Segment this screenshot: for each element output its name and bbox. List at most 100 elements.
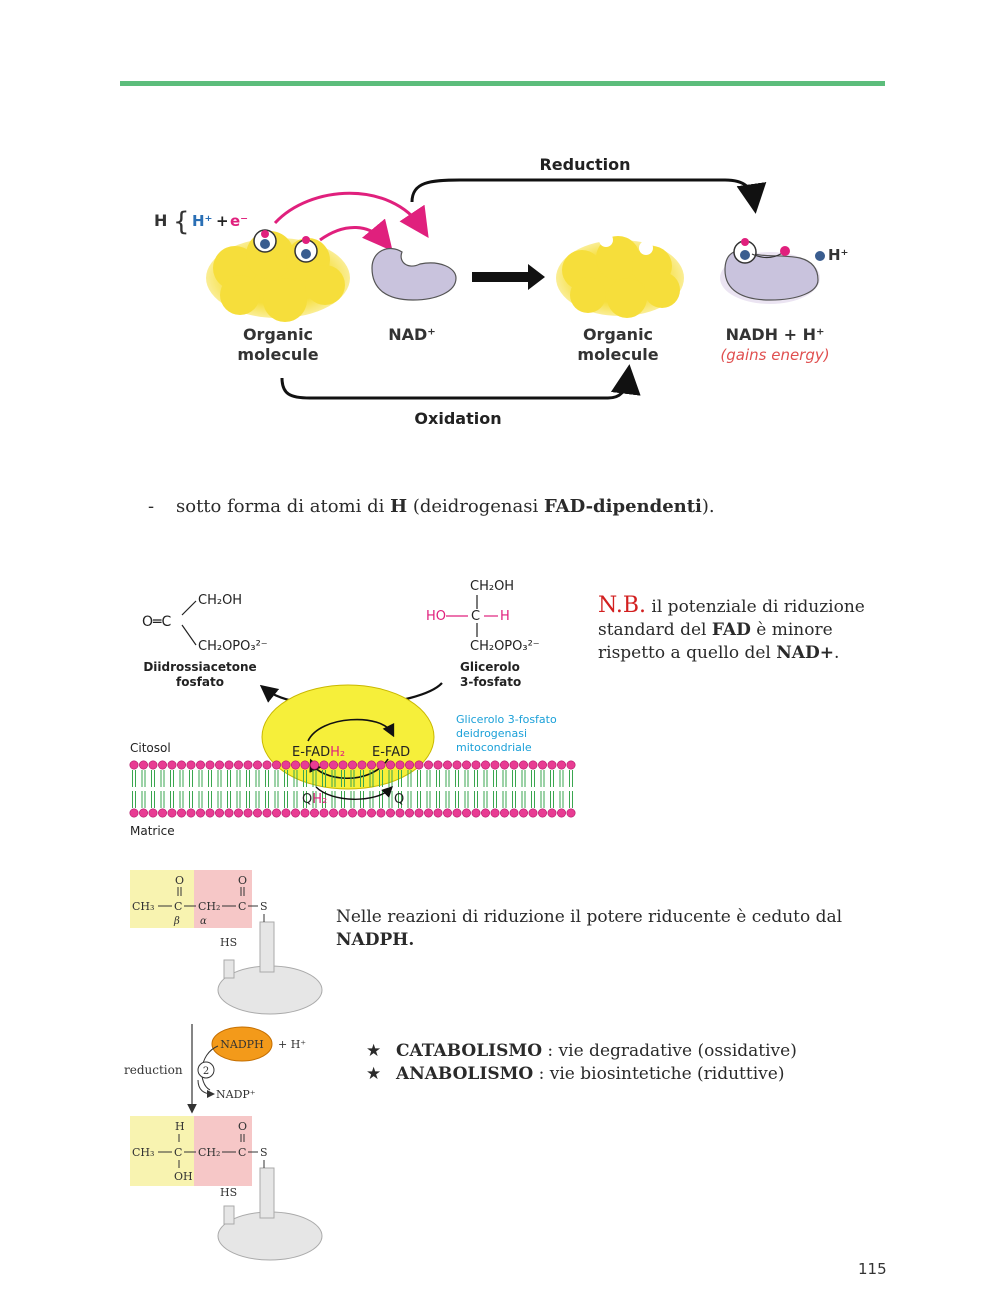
nadph-reduction-figure: O O CH₃ C CH₂ C S β α HS NADPH + H⁺ redu… — [124, 870, 323, 1261]
enzyme-name-2: deidrogenasi — [456, 727, 527, 740]
oh-bottom: OH — [174, 1170, 193, 1183]
star-icon: ★ — [366, 1041, 382, 1061]
acp-top-icon — [217, 921, 323, 1015]
nb-note: N.B. il potenziale di riduzione standard… — [598, 594, 878, 665]
g3p-h: H — [500, 609, 510, 624]
bullet-text-post: ). — [701, 496, 715, 517]
nb-text-pre: il potenziale di riduzione standard del — [598, 597, 865, 640]
nadh-icon — [720, 238, 825, 304]
g3p-name-2: 3-fosfato — [460, 675, 521, 689]
dhap-name-2: fosfato — [176, 675, 224, 689]
o-top-2: O — [238, 874, 247, 887]
nadp-label: NADP⁺ — [216, 1088, 256, 1101]
matrice-label: Matrice — [130, 824, 175, 838]
c-bottom-1: C — [174, 1146, 182, 1159]
metabolism-list: ★ CATABOLISMO : vie degradative (ossidat… — [366, 1040, 797, 1086]
reduction-label: Reduction — [539, 155, 630, 174]
plus-sign: + — [216, 212, 229, 230]
magenta-arrow-2 — [319, 218, 393, 252]
c-top-2: C — [238, 900, 246, 913]
organic-molecule-left-icon — [206, 229, 350, 322]
dhap-ch2opo3: CH₂OPO₃²⁻ — [198, 639, 268, 654]
organic-right-1: Organic — [583, 325, 653, 344]
enzyme-name-1: Glicerolo 3-fosfato — [456, 713, 557, 726]
nb-bold-nad: NAD+ — [776, 643, 834, 663]
pink-box-top — [194, 870, 252, 928]
citosol-label: Citosol — [130, 741, 171, 755]
q-arrow — [315, 786, 393, 800]
qh2-label: QH₂ — [302, 792, 327, 807]
s-top: S — [260, 900, 268, 913]
star-icon: ★ — [366, 1064, 382, 1084]
h-plus-right: H⁺ — [828, 246, 848, 264]
dhap-ch2oh: CH₂OH — [198, 593, 242, 608]
efadh2-label: E-FADH₂ — [292, 745, 345, 760]
h-plus-label: H⁺ — [192, 212, 212, 230]
efad-label: E-FAD — [372, 745, 410, 760]
brace: { — [173, 207, 190, 237]
ch3-top: CH₃ — [132, 900, 154, 913]
ch3-bottom: CH₃ — [132, 1146, 154, 1159]
list-bold: ANABOLISMO — [396, 1064, 534, 1084]
list-bold: CATABOLISMO — [396, 1041, 543, 1061]
organic-right-2: molecule — [577, 345, 658, 364]
nad-icon — [371, 247, 457, 301]
reduction-arrow — [410, 178, 767, 214]
dhap-oc: O═C — [142, 614, 171, 630]
oxidation-arrow — [280, 364, 641, 400]
dhap-name-1: Diidrossiacetone — [143, 660, 256, 674]
nadph-label: NADPH — [220, 1038, 263, 1051]
o-bottom: O — [238, 1120, 247, 1133]
list-item-catabolismo: ★ CATABOLISMO : vie degradative (ossidat… — [366, 1040, 797, 1063]
step-number: 2 — [203, 1066, 209, 1077]
bullet-bold-fad: FAD-dipendenti — [543, 496, 702, 517]
bullet-dash: - — [148, 496, 155, 517]
beta-label: β — [173, 916, 180, 927]
c-bottom-2: C — [238, 1146, 246, 1159]
h-bottom: H — [175, 1120, 185, 1133]
yellow-box-top — [130, 870, 194, 928]
organic-left-1: Organic — [243, 325, 313, 344]
nadph-text-bold: NADPH. — [336, 930, 415, 950]
nb-bold-fad: FAD — [711, 620, 751, 640]
nadh-label: NADH + H⁺ — [726, 325, 825, 344]
list-text: : vie biosintetiche (riduttive) — [533, 1064, 785, 1084]
q-label: Q — [394, 792, 404, 807]
ch2-top: CH₂ — [198, 900, 220, 913]
nadph-note: Nelle reazioni di riduzione il potere ri… — [336, 906, 876, 952]
nadph-hplus: + H⁺ — [278, 1038, 306, 1051]
e-minus-label: e⁻ — [230, 212, 248, 230]
nb-text-mid: è minore rispetto a quello del — [598, 620, 833, 663]
bullet-text-pre: sotto forma di atomi di — [176, 496, 391, 517]
nb-tag: N.B. — [598, 593, 646, 618]
alpha-label: α — [200, 916, 207, 927]
inner-arc-top — [307, 718, 395, 742]
bullet-text-mid: (deidrogenasi — [407, 496, 544, 517]
bullet-bold-h: H — [390, 496, 408, 517]
acp-bottom-icon — [217, 1167, 323, 1261]
nad-label: NAD⁺ — [388, 325, 436, 344]
organic-molecule-right-icon — [556, 233, 684, 318]
nb-text-post: . — [833, 643, 840, 663]
nadp-arrow — [197, 1079, 215, 1098]
g3p-ho: HO — [426, 609, 446, 624]
bullet-fad: -sotto forma di atomi di H (deidrogenasi… — [148, 496, 715, 517]
hs-bottom: HS — [220, 1186, 237, 1199]
membrane — [129, 760, 576, 818]
g3p-name-1: Glicerolo — [460, 660, 520, 674]
g3p-ch2oh: CH₂OH — [470, 579, 514, 594]
g3p-c: C — [471, 609, 480, 624]
page-number: 115 — [858, 1260, 887, 1278]
glycerol-shuttle-figure: CH₂OH O═C CH₂OPO₃²⁻ Diidrossiacetone fos… — [129, 579, 576, 838]
nadph-oval — [211, 1026, 273, 1062]
yellow-box-bottom — [130, 1116, 194, 1186]
step-circle — [197, 1061, 215, 1079]
hs-top: HS — [220, 936, 237, 949]
enzyme-name-3: mitocondriale — [456, 741, 532, 754]
nad-redox-figure: Reduction H { H⁺ + e⁻ Organic molecule N… — [154, 155, 848, 428]
pink-box-bottom — [194, 1116, 252, 1186]
header-rule — [120, 81, 885, 86]
s-bottom: S — [260, 1146, 268, 1159]
gains-energy-label: (gains energy) — [720, 346, 829, 364]
list-item-anabolismo: ★ ANABOLISMO : vie biosintetiche (ridutt… — [366, 1063, 797, 1086]
